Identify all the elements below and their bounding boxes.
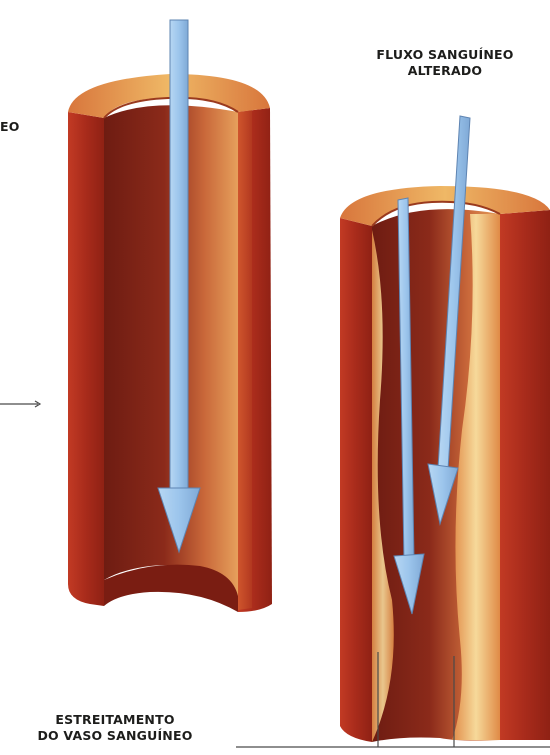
narrowing-label: ESTREITAMENTO DO VASO SANGUÍNEO — [10, 712, 220, 744]
healthy-vessel-cut-face — [238, 110, 252, 610]
left-cut-label: EO — [0, 119, 30, 135]
altered-flow-label-line-2: ALTERADO — [350, 63, 540, 79]
altered-flow-label-line-1: FLUXO SANGUÍNEO — [350, 47, 540, 63]
altered-flow-label: FLUXO SANGUÍNEO ALTERADO — [350, 47, 540, 79]
healthy-vessel-left-wall — [68, 112, 104, 606]
narrowed-vessel-left-wall — [340, 218, 372, 742]
narrowing-label-line-1: ESTREITAMENTO — [10, 712, 220, 728]
narrowed-vessel-right-wall — [500, 210, 550, 740]
narrowing-label-line-2: DO VASO SANGUÍNEO — [10, 728, 220, 744]
